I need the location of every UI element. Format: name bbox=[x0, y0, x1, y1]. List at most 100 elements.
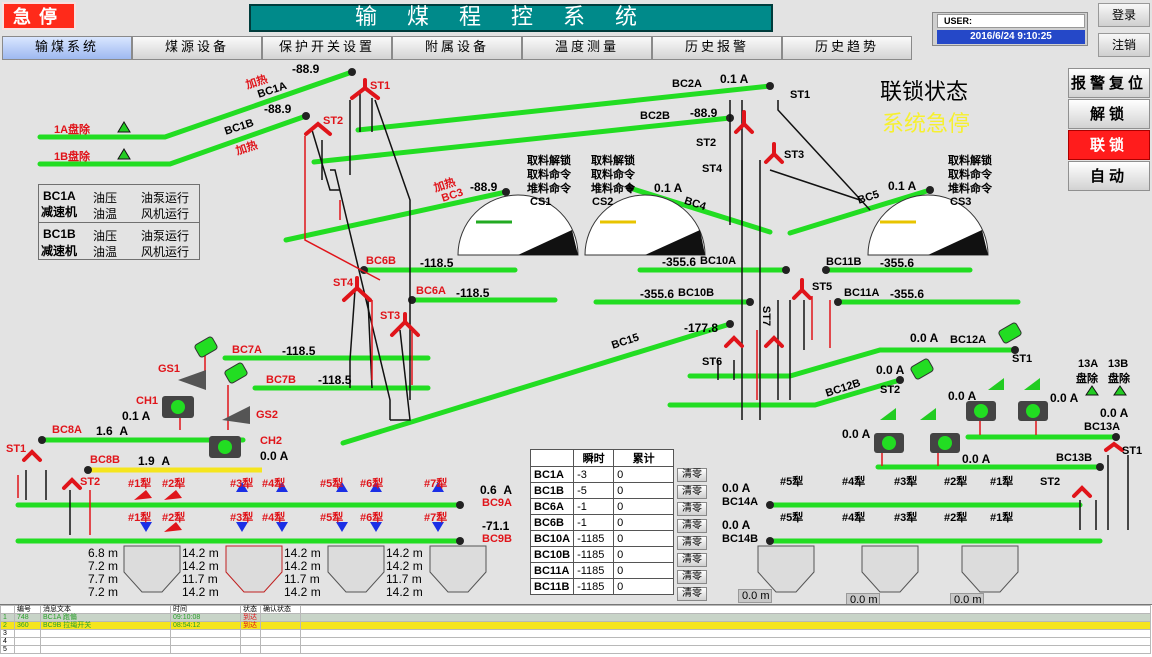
bc4-value: 0.1 A bbox=[654, 181, 683, 195]
st2-label-br: ST2 bbox=[1040, 476, 1061, 488]
bc13b-value: 0.0 A bbox=[962, 452, 991, 466]
interlock-title: 联锁状态 bbox=[880, 80, 969, 105]
reducer-label-2: 减速机 bbox=[41, 244, 78, 258]
counter-header-total: 累计 bbox=[613, 449, 675, 467]
belt-bc12b bbox=[667, 377, 903, 408]
tab-coal-source[interactable]: 煤源设备 bbox=[132, 36, 262, 60]
belt-bc5 bbox=[787, 187, 933, 236]
alarm-row[interactable]: 5 bbox=[0, 645, 1151, 654]
clear-counter-button[interactable]: 清零 bbox=[677, 519, 707, 533]
st2-label-top: ST2 bbox=[323, 115, 344, 127]
bc6b-label: BC6B bbox=[366, 255, 396, 267]
login-button[interactable]: 登录 bbox=[1098, 3, 1150, 27]
tray-13a-label: 13A bbox=[1078, 358, 1099, 370]
ch1-label: CH1 bbox=[136, 395, 159, 407]
bc8a-label: BC8A bbox=[52, 424, 82, 436]
auto-button[interactable]: 自动 bbox=[1068, 161, 1150, 191]
bunker-level: 11.7 m bbox=[182, 572, 218, 586]
silo-level-3: 0.0 m bbox=[950, 593, 984, 607]
bc8a-value: 1.6 A bbox=[96, 424, 129, 438]
plow-right-top-2: #2犁 bbox=[944, 476, 968, 488]
bc14b-value: 0.0 A bbox=[722, 518, 751, 532]
bc8b-value: 1.9 A bbox=[138, 454, 171, 468]
bc12b-value: 0.0 A bbox=[876, 363, 905, 377]
alarm-row[interactable]: 3 bbox=[0, 629, 1151, 638]
plow-right-top-4: #4犁 bbox=[842, 476, 866, 488]
st1-label-top: ST1 bbox=[370, 80, 391, 92]
bc13a-label: BC13A bbox=[1084, 421, 1121, 433]
clear-counter-button[interactable]: 清零 bbox=[677, 485, 707, 499]
clear-counter-button[interactable]: 清零 bbox=[677, 536, 707, 550]
st2-label-right: ST2 bbox=[696, 137, 717, 149]
clear-counter-button[interactable]: 清零 bbox=[677, 468, 707, 482]
bunker-level: 7.2 m bbox=[88, 559, 119, 573]
bc7a-value: -118.5 bbox=[282, 344, 316, 358]
plow-top-2: #2犁 bbox=[162, 478, 186, 490]
tray-1a-label: 1A盘除 bbox=[54, 124, 91, 136]
interlock-button[interactable]: 联锁 bbox=[1068, 130, 1150, 160]
bc12a-label: BC12A bbox=[950, 334, 987, 346]
alarm-row[interactable]: 2 360 BC9B 拉绳开关 08:54:12 到达 bbox=[0, 621, 1151, 630]
tab-protection-switch[interactable]: 保护开关设置 bbox=[262, 36, 392, 60]
tab-auxiliary[interactable]: 附属设备 bbox=[392, 36, 522, 60]
alarm-reset-button[interactable]: 报警复位 bbox=[1068, 68, 1150, 98]
clear-counter-button[interactable]: 清零 bbox=[677, 502, 707, 516]
bc2a-value: 0.1 A bbox=[720, 72, 749, 86]
bunker-level: 14.2 m bbox=[284, 559, 321, 573]
bunker-level: 11.7 m bbox=[386, 572, 422, 586]
alarm-col-state: 状态 bbox=[240, 605, 261, 614]
bc9a-value: 0.6 A bbox=[480, 483, 513, 497]
alarm-row[interactable]: 4 bbox=[0, 637, 1151, 646]
st7-label: ST7 bbox=[760, 305, 773, 327]
datetime-display: 2016/6/24 9:10:25 bbox=[937, 30, 1085, 44]
clear-counter-button[interactable]: 清零 bbox=[677, 553, 707, 567]
bunker-level: 7.7 m bbox=[88, 572, 119, 586]
bunker-level: 14.2 m bbox=[386, 585, 423, 599]
belt-bc15 bbox=[340, 321, 733, 446]
logout-button[interactable]: 注销 bbox=[1098, 33, 1150, 57]
cs1-stack-cmd: 堆料命令 bbox=[527, 183, 571, 195]
plow-bot-3: #3犁 bbox=[230, 512, 254, 524]
bc9b-value: -71.1 bbox=[482, 519, 510, 533]
alarm-row[interactable]: 1 748 BC1A 跑偏 09:10:08 到达 bbox=[0, 613, 1151, 622]
clear-counter-button[interactable]: 清零 bbox=[677, 570, 707, 584]
bc9b-label: BC9B bbox=[482, 533, 512, 545]
cs2-take-cmd: 取料命令 bbox=[591, 169, 635, 181]
bc10b-value: -355.6 bbox=[640, 287, 675, 301]
tab-temperature[interactable]: 温度测量 bbox=[522, 36, 652, 60]
tray-13b-label: 13B bbox=[1108, 358, 1129, 370]
estop-button[interactable]: 急停 bbox=[2, 2, 76, 30]
reducer-label-1: 减速机 bbox=[41, 205, 78, 219]
plow-right-top-3: #3犁 bbox=[894, 476, 918, 488]
st3-label-right: ST3 bbox=[784, 149, 805, 161]
bunker-level: 14.2 m bbox=[284, 585, 321, 599]
oil-temp-label-2: 油温 bbox=[93, 245, 118, 259]
tab-alarm-history[interactable]: 历史报警 bbox=[652, 36, 782, 60]
belt-bc1a bbox=[37, 69, 355, 140]
bc15-value: -177.8 bbox=[684, 321, 719, 335]
counter-header-id bbox=[529, 449, 575, 467]
tray-13b-word: 盘除 bbox=[1108, 373, 1130, 385]
ch2-label: CH2 bbox=[260, 435, 283, 447]
tab-trend-history[interactable]: 历史趋势 bbox=[782, 36, 912, 60]
st1-label-right: ST1 bbox=[790, 89, 811, 101]
plow-right-top-5: #5犁 bbox=[780, 476, 804, 488]
clear-counter-button[interactable]: 清零 bbox=[677, 587, 707, 601]
alarm-col-time: 时间 bbox=[170, 605, 241, 614]
st5-label: ST5 bbox=[812, 281, 833, 293]
bc11b-label: BC11B bbox=[826, 256, 862, 268]
cs2-label: CS2 bbox=[592, 196, 614, 208]
plow-right-top-1: #1犁 bbox=[990, 476, 1014, 488]
st4-label-left: ST4 bbox=[333, 277, 354, 289]
tab-coal-conveying[interactable]: 输煤系统 bbox=[2, 36, 132, 60]
bc1b-value: -88.9 bbox=[264, 102, 292, 116]
bc7a-label: BC7A bbox=[232, 344, 262, 356]
unlock-button[interactable]: 解锁 bbox=[1068, 99, 1150, 129]
